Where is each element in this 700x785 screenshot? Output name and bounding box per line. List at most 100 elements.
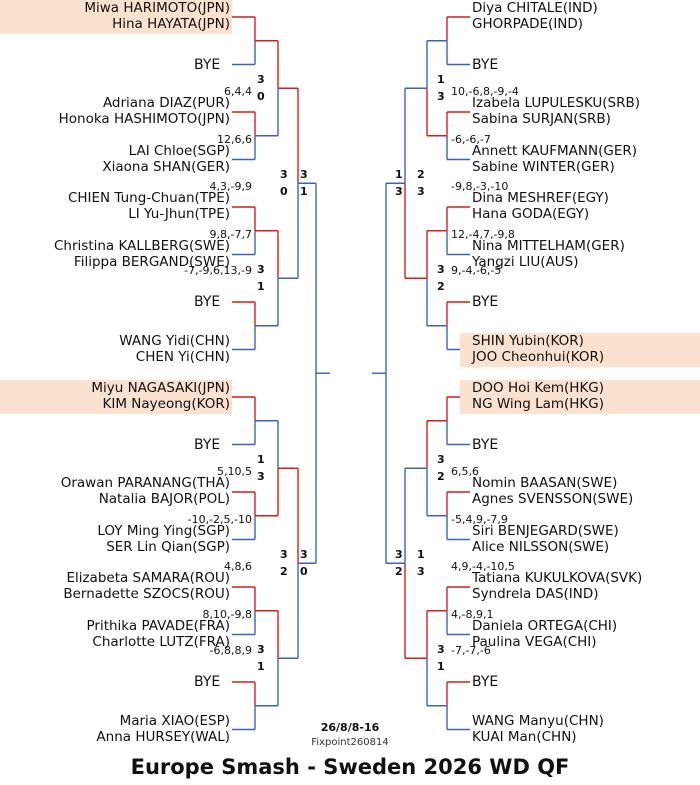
match-score: 3	[280, 548, 288, 562]
player-name: Tatiana KUKULKOVA(SVK)	[472, 570, 643, 586]
match-score: 2	[417, 168, 425, 182]
player-name: Honoka HASHIMOTO(JPN)	[58, 111, 230, 127]
bye-label: BYE	[472, 56, 499, 73]
player-name: CHEN Yi(CHN)	[135, 348, 230, 365]
player-name: NG Wing Lam(HKG)	[472, 396, 605, 412]
match-score: 3	[437, 90, 445, 104]
match-score: 3	[280, 168, 288, 182]
bye-label: BYE	[472, 436, 499, 453]
player-name: Sabine WINTER(GER)	[472, 158, 615, 175]
match-score: 3	[257, 643, 265, 657]
match-score: 3	[437, 263, 445, 277]
player-name: SHIN Yubin(KOR)	[472, 332, 584, 349]
player-name: Agnes SVENSSON(SWE)	[472, 491, 634, 507]
seed-highlight	[460, 380, 700, 414]
seed-highlight	[0, 0, 232, 34]
fixpoint-code: Fixpoint260814	[311, 737, 389, 748]
seed-highlight	[0, 380, 232, 414]
game-score: 8,10,-9,8	[202, 607, 252, 621]
match-score: 1	[257, 660, 265, 674]
player-name: CHIEN Tung-Chuan(TPE)	[67, 190, 230, 206]
bye-label: BYE	[194, 294, 221, 310]
match-score: 1	[395, 168, 403, 182]
player-name: Anna HURSEY(WAL)	[96, 728, 230, 745]
player-name: Charlotte LUTZ(FRA)	[92, 633, 230, 650]
player-name: Syndrela DAS(IND)	[472, 586, 599, 602]
player-name: Nina MITTELHAM(GER)	[472, 237, 625, 254]
player-name: Sabina SURJAN(SRB)	[472, 111, 611, 127]
player-name: Christina KALLBERG(SWE)	[54, 237, 230, 254]
player-name: Miwa HARIMOTO(JPN)	[84, 0, 230, 16]
player-name: Bernadette SZOCS(ROU)	[63, 586, 230, 602]
player-name: Hina HAYATA(JPN)	[112, 16, 230, 32]
game-score: -7,-9,6,13,-9	[184, 263, 252, 277]
player-name: Annett KAUFMANN(GER)	[472, 142, 638, 159]
player-name: Paulina VEGA(CHI)	[472, 633, 597, 650]
game-score: 12,-4,7,-9,8	[451, 227, 515, 241]
match-score: 3	[437, 453, 445, 467]
match-score: 3	[417, 185, 425, 199]
game-score: 4,9,-4,-10,5	[451, 560, 515, 573]
game-score: -7,-7,-6	[451, 643, 491, 657]
player-name: Natalia BAJOR(POL)	[98, 491, 230, 507]
game-score: 6,5,6	[451, 465, 479, 478]
bye-label: BYE	[194, 674, 221, 690]
game-score: 4,3,-9,9	[209, 180, 252, 193]
match-score: 1	[300, 185, 308, 199]
player-name: KIM Nayeong(KOR)	[102, 396, 230, 412]
match-score: 1	[437, 660, 445, 674]
match-score: 0	[280, 185, 288, 199]
game-score: -6,-6,-7	[451, 132, 491, 146]
player-name: Orawan PARANANG(THA)	[60, 475, 230, 491]
match-score: 3	[300, 548, 308, 562]
match-score: 3	[257, 470, 265, 484]
bye-label: BYE	[472, 674, 499, 690]
player-name: JOO Cheonhui(KOR)	[472, 348, 605, 365]
player-name: Miyu NAGASAKI(JPN)	[91, 380, 230, 396]
event-date: 26/8/8-16	[320, 721, 380, 734]
game-score: -10,-2,5,-10	[187, 512, 252, 526]
player-name: Hana GODA(EGY)	[472, 206, 590, 222]
player-name: Dina MESHREF(EGY)	[472, 190, 609, 206]
match-score: 3	[437, 643, 445, 657]
match-score: 0	[300, 565, 308, 579]
player-name: Xiaona SHAN(GER)	[102, 158, 230, 175]
player-name: WANG Yidi(CHN)	[119, 332, 230, 349]
match-score: 1	[257, 453, 265, 467]
game-score: 4,8,6	[224, 560, 252, 573]
player-name: Siri BENJEGARD(SWE)	[472, 522, 619, 539]
match-score: 1	[257, 280, 265, 294]
game-score: -5,4,9,-7,9	[451, 512, 508, 526]
game-score: 12,6,6	[217, 132, 252, 146]
player-name: Nomin BAASAN(SWE)	[472, 475, 618, 491]
player-name: DOO Hoi Kem(HKG)	[472, 380, 605, 396]
match-score: 3	[395, 185, 403, 199]
player-name: WANG Manyu(CHN)	[472, 712, 604, 729]
match-score: 3	[300, 168, 308, 182]
game-score: 5,10,5	[217, 465, 252, 478]
bye-label: BYE	[472, 294, 499, 310]
game-score: -6,8,8,9	[209, 643, 252, 657]
game-score: 4,-8,9,1	[451, 607, 494, 621]
player-name: LOY Ming Ying(SGP)	[97, 522, 230, 539]
player-name: Daniela ORTEGA(CHI)	[472, 617, 618, 634]
game-score: 10,-6,8,-9,-4	[451, 85, 519, 98]
player-name: Yangzi LIU(AUS)	[472, 253, 579, 270]
match-score: 3	[417, 565, 425, 579]
match-score: 1	[417, 548, 425, 562]
player-name: GHORPADE(IND)	[472, 16, 584, 32]
match-score: 2	[437, 470, 445, 484]
game-score: 9,-4,-6,-5	[451, 263, 502, 277]
match-score: 3	[257, 73, 265, 87]
player-name: Elizabeta SAMARA(ROU)	[66, 570, 230, 586]
player-name: Prithika PAVADE(FRA)	[86, 617, 231, 634]
match-score: 3	[257, 263, 265, 277]
player-name: LI Yu-Jhun(TPE)	[128, 206, 230, 222]
match-score: 2	[395, 565, 403, 579]
player-name: Diya CHITALE(IND)	[472, 0, 598, 16]
game-score: 6,4,4	[224, 85, 252, 98]
seed-highlight	[460, 332, 700, 367]
player-name: Filippa BERGAND(SWE)	[73, 253, 230, 270]
player-name: LAI Chloe(SGP)	[128, 142, 230, 159]
